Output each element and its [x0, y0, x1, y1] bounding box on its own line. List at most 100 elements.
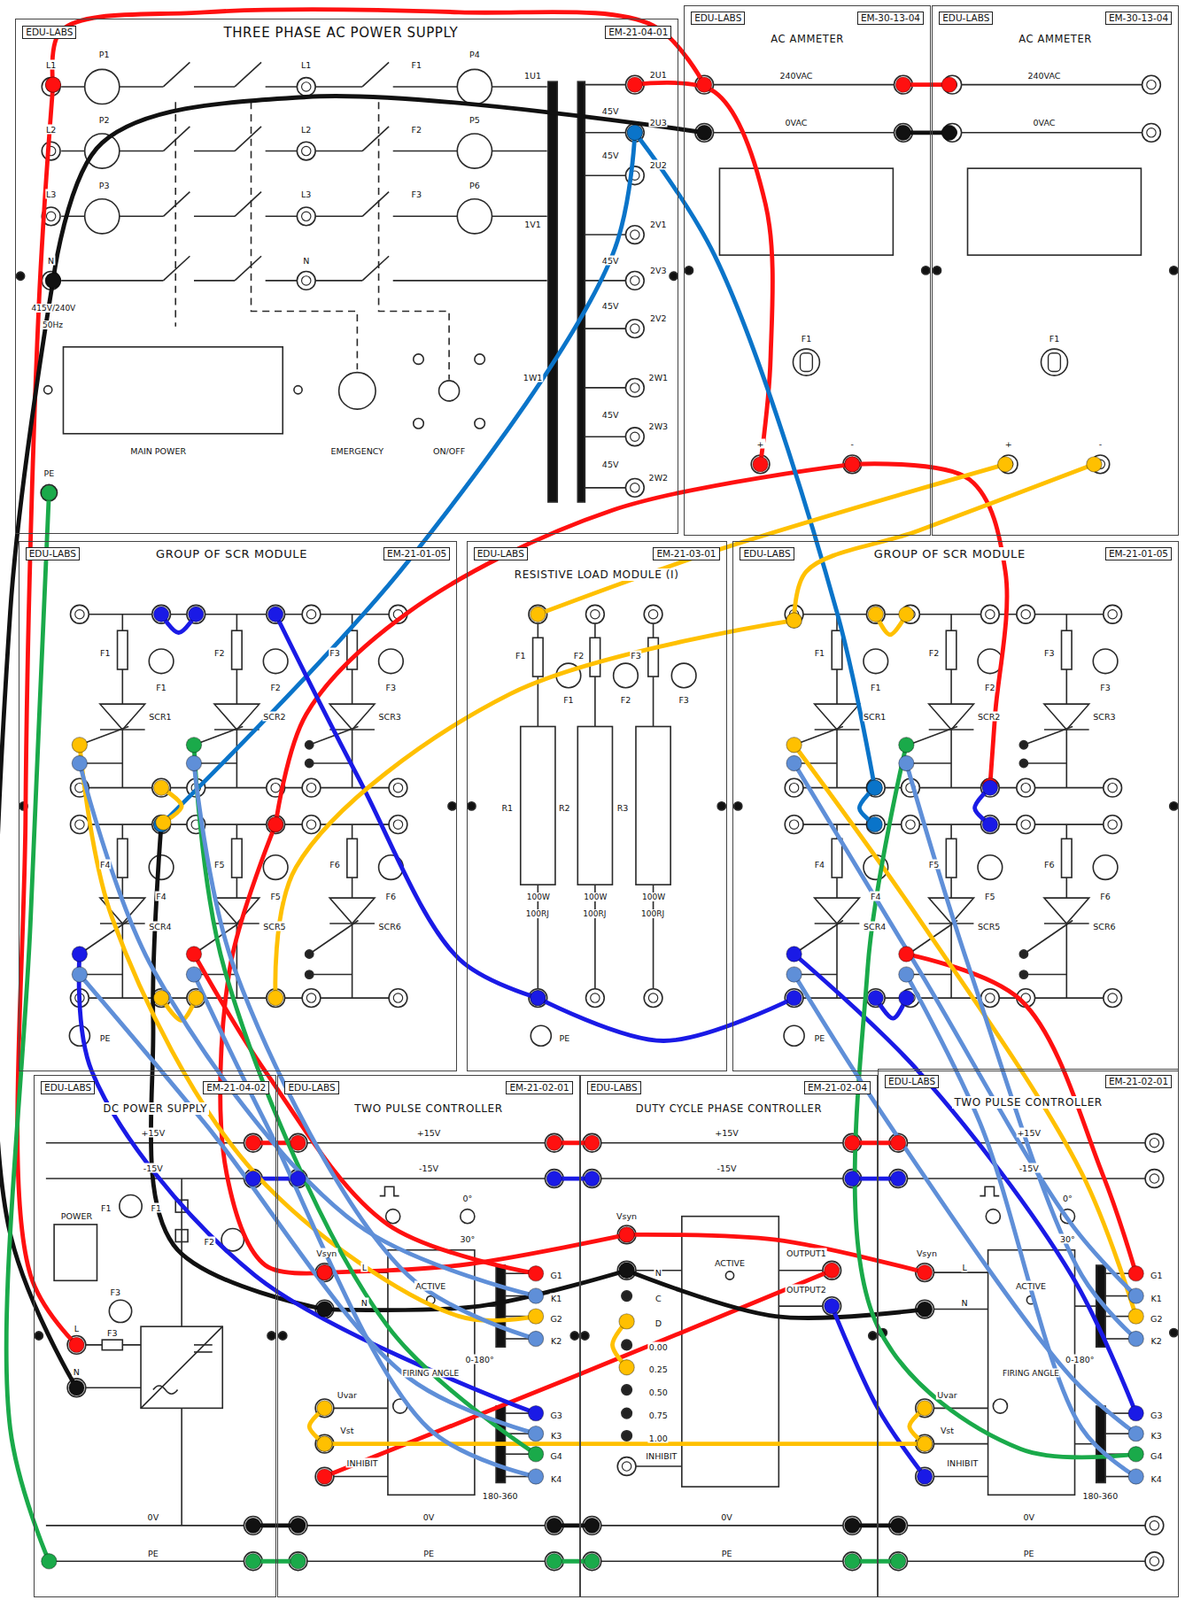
wire-plug [890, 1554, 907, 1570]
terminal-label: N [360, 1298, 369, 1309]
terminal-label: F6 [385, 890, 398, 901]
bus-line [908, 974, 952, 976]
terminal [889, 1169, 908, 1189]
wire-plug [786, 737, 802, 753]
thyristor-symbol [929, 704, 975, 730]
terminal-label: F4 [99, 859, 112, 869]
terminal-label: 240VAC [778, 69, 814, 80]
wire-plug [1128, 1469, 1144, 1485]
panel-title: TWO PULSE CONTROLLER [352, 1102, 504, 1116]
bus-line [635, 1465, 682, 1468]
label-slot: SCR3 [378, 705, 403, 723]
terminal [315, 1467, 334, 1487]
wire-plug [185, 967, 202, 983]
terminal-label: L [361, 1262, 368, 1273]
bus-line [79, 823, 399, 826]
brand-tag: EDU-LABS [473, 547, 528, 561]
terminal-label: F2 [202, 1237, 216, 1247]
label-slot: 0-180° [1064, 1348, 1095, 1366]
label-slot: POWER [60, 1206, 93, 1224]
patch-wire [635, 82, 774, 465]
terminal-label: R1 [500, 803, 514, 814]
label-slot: ACTIVE [1014, 1275, 1047, 1293]
label-slot: 0V [1022, 1507, 1036, 1525]
interlock-dash [174, 101, 177, 327]
label-slot: + [1004, 433, 1014, 451]
bus-line [794, 613, 1114, 616]
label-slot: 1.00 [648, 1427, 669, 1445]
label-slot: 30° [458, 1228, 476, 1246]
terminal [528, 604, 548, 624]
terminal-label: 0V [1022, 1512, 1036, 1523]
terminal-hole [75, 820, 85, 829]
label-slot: 2U2 [649, 154, 668, 172]
label-slot: R2 [557, 797, 572, 815]
cathode-pin [1019, 970, 1028, 979]
panel-header: EDU-LABSTHREE PHASE AC POWER SUPPLYEM-21… [15, 19, 678, 41]
terminal-label: K1 [1150, 1293, 1163, 1303]
label-slot: PE [99, 1027, 112, 1045]
wire-plug [290, 1170, 306, 1186]
fuse-holder [263, 649, 288, 674]
fuse-holder [108, 1300, 132, 1323]
terminal-label: 2W3 [648, 421, 669, 432]
label-slot: F6 [328, 853, 341, 871]
panel-ground [466, 541, 728, 1072]
fuse-holder [379, 649, 404, 674]
terminal [915, 1300, 935, 1319]
terminal-hole [393, 820, 403, 829]
panel-screw [684, 266, 693, 275]
label-slot: F5 [213, 853, 226, 871]
label-slot: F2 [202, 1231, 216, 1249]
terminal-hole [1146, 128, 1156, 138]
terminal [40, 484, 57, 501]
terminal-hole [1149, 1521, 1159, 1531]
bus-line [704, 84, 904, 86]
wire-plug [619, 1262, 635, 1278]
terminal [901, 815, 921, 835]
label-slot: +15V [1015, 1122, 1042, 1139]
wire-plug [69, 1380, 85, 1396]
brand-tag: EDU-LABS [284, 1081, 339, 1095]
label-slot: F1 [562, 689, 575, 707]
wire-plug [317, 1469, 333, 1485]
bus-line [1023, 920, 1073, 954]
patch-wire [220, 824, 326, 1274]
terminal-label: 2U3 [649, 116, 668, 127]
wire-plug [71, 737, 87, 753]
patch-wire [79, 744, 536, 1321]
terminal [544, 1517, 564, 1536]
label-slot: L1 [45, 54, 57, 72]
terminal [302, 815, 321, 835]
wire-plug [619, 1227, 635, 1243]
fuse-cap [1048, 353, 1062, 372]
terminal-label: ACTIVE [713, 1258, 746, 1269]
label-slot: 2V3 [649, 260, 668, 278]
wire-plug [41, 485, 57, 501]
terminal-label: F1 [869, 682, 883, 693]
label-slot: G1 [1149, 1265, 1163, 1283]
terminal-hole [302, 146, 311, 155]
bus-line [393, 279, 548, 282]
label-slot: F1 [150, 1198, 163, 1216]
terminal-label: G2 [549, 1313, 563, 1324]
wire-plug [619, 1360, 635, 1376]
label-slot: INHIBIT [346, 1453, 380, 1471]
bus-line [591, 1560, 852, 1563]
wire-plug [153, 990, 169, 1006]
label-slot: ACTIVE [414, 1275, 447, 1293]
terminal-label: 0VAC [783, 116, 808, 127]
label-slot: L3 [300, 183, 312, 201]
terminal-label: F1 [800, 333, 814, 344]
bus-line [362, 61, 389, 87]
wire-plug [45, 77, 61, 93]
terminal-label: F1 [410, 60, 423, 70]
terminal-label: 180-360 [1081, 1491, 1119, 1502]
label-slot: PE [720, 1542, 734, 1560]
terminal [643, 604, 663, 624]
terminal-hole [648, 610, 658, 620]
label-slot: C [654, 1287, 663, 1305]
wire-plug [530, 990, 546, 1006]
label-slot: +15V [140, 1122, 167, 1139]
